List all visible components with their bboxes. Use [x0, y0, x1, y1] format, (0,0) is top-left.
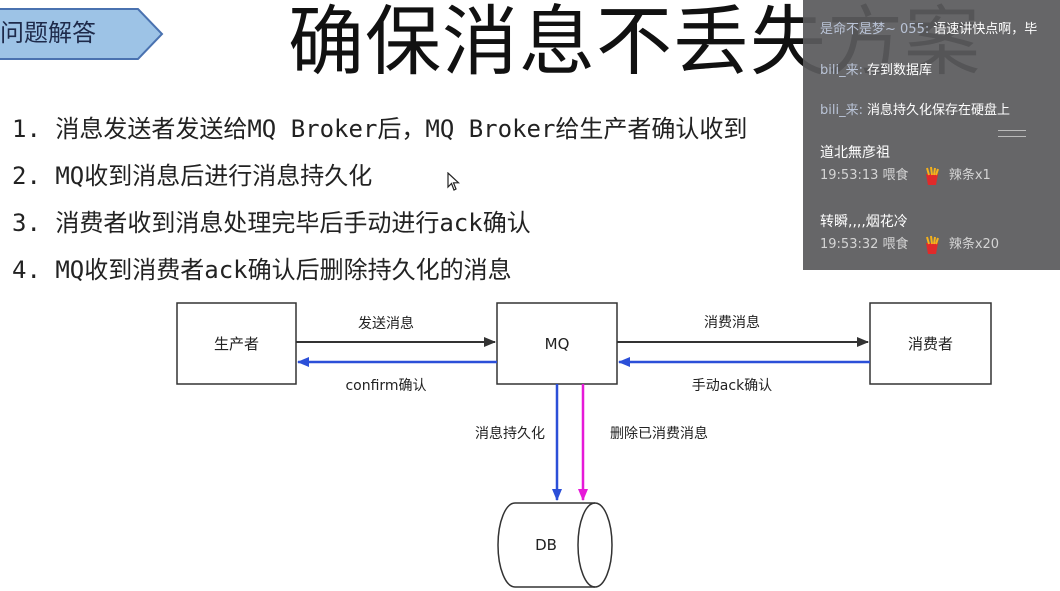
step-item: 2. MQ收到消息后进行消息持久化 — [12, 162, 373, 190]
step-item: 3. 消费者收到消息处理完毕后手动进行ack确认 — [12, 209, 531, 237]
gift-action: 喂食 — [882, 168, 909, 183]
steps-list: 1. 消息发送者发送给MQ Broker后，MQ Broker给生产者确认收到 … — [12, 112, 747, 300]
consume-label: 消费消息 — [704, 314, 760, 331]
gift-time: 19:53:13 — [820, 168, 879, 183]
danmaku-user: 是命不是梦~ 055: — [820, 22, 930, 37]
consumer-label: 消费者 — [908, 335, 953, 353]
send-label: 发送消息 — [358, 315, 414, 332]
section-tag-label: 问题解答 — [0, 19, 96, 47]
danmaku-panel: 是命不是梦~ 055:语速讲快点啊，毕 bili_来:存到数据库 bili_来:… — [803, 0, 1060, 270]
danmaku-text: 存到数据库 — [866, 63, 932, 78]
spicy-strip-gift-icon — [925, 166, 939, 185]
gift-sender-name: 转瞬,,,,烟花冷 — [820, 214, 908, 230]
spicy-strip-gift-icon — [925, 235, 939, 254]
gift-name: 辣条x1 — [948, 168, 991, 183]
step-item: 1. 消息发送者发送给MQ Broker后，MQ Broker给生产者确认收到 — [12, 115, 748, 143]
gift-record: 19:53:13 喂食 辣条x1 — [820, 164, 991, 186]
mq-node: MQ — [496, 302, 618, 385]
delete-label: 删除已消费消息 — [610, 425, 708, 442]
danmaku-message: 是命不是梦~ 055:语速讲快点啊，毕 — [820, 18, 1037, 37]
danmaku-user: bili_来: — [820, 103, 863, 118]
danmaku-message: bili_来:存到数据库 — [820, 59, 932, 78]
db-label: DB — [535, 536, 557, 554]
db-node: DB — [497, 502, 613, 588]
gift-action: 喂食 — [882, 237, 909, 252]
tag-badge-shape — [0, 8, 164, 60]
gift-time: 19:53:32 — [820, 237, 879, 252]
consumer-node: 消费者 — [869, 302, 992, 385]
gift-name: 辣条x20 — [948, 237, 1000, 252]
danmaku-text: 语速讲快点啊，毕 — [933, 22, 1038, 37]
danmaku-user: bili_来: — [820, 63, 863, 78]
mouse-cursor-icon — [447, 172, 461, 191]
gift-sender-name: 道北無彦祖 — [820, 145, 890, 161]
mq-label: MQ — [545, 335, 570, 353]
producer-node: 生产者 — [176, 302, 297, 385]
ack-label: 手动ack确认 — [692, 378, 772, 394]
danmaku-divider — [998, 130, 1026, 137]
step-item: 4. MQ收到消费者ack确认后删除持久化的消息 — [12, 256, 512, 284]
persist-label: 消息持久化 — [475, 425, 545, 442]
producer-label: 生产者 — [214, 335, 259, 353]
gift-record: 19:53:32 喂食 辣条x20 — [820, 233, 999, 255]
danmaku-text: 消息持久化保存在硬盘上 — [866, 103, 1010, 118]
confirm-label: confirm确认 — [345, 378, 426, 394]
danmaku-message: bili_来:消息持久化保存在硬盘上 — [820, 99, 1010, 118]
